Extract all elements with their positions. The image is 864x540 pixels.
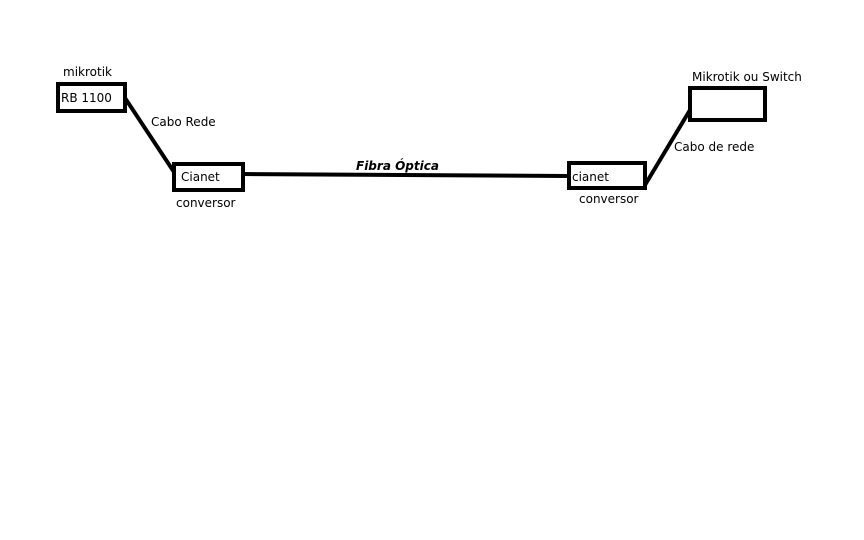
- left-device-title: mikrotik: [63, 65, 112, 79]
- right-converter-label: cianet: [572, 170, 609, 184]
- left-converter-box: [172, 162, 245, 192]
- left-device-label: RB 1100: [61, 91, 112, 105]
- left-cable-line: [123, 96, 176, 174]
- right-device-box: [688, 86, 767, 122]
- fiber-label: Fibra Óptica: [356, 158, 439, 173]
- left-converter-label: Cianet: [181, 170, 220, 184]
- right-cable-line: [643, 108, 692, 187]
- right-converter-box: [567, 161, 647, 190]
- left-cable-label: Cabo Rede: [151, 115, 216, 129]
- fiber-line: [242, 172, 570, 178]
- right-device-title: Mikrotik ou Switch: [692, 70, 802, 84]
- left-device-box: [56, 82, 127, 113]
- left-converter-caption: conversor: [176, 196, 236, 210]
- right-cable-label: Cabo de rede: [674, 140, 754, 154]
- right-converter-caption: conversor: [579, 192, 639, 206]
